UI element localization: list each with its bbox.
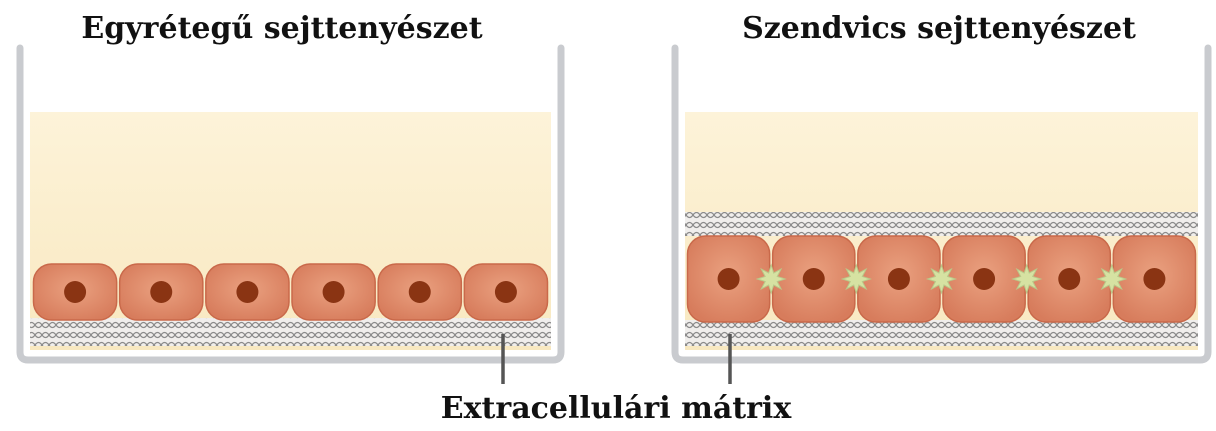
cell (292, 264, 375, 320)
cell-nucleus (1143, 268, 1165, 290)
cell-nucleus (803, 268, 825, 290)
cell-nucleus (973, 268, 995, 290)
cell-nucleus (236, 281, 258, 303)
junction-star (757, 265, 785, 293)
cell (206, 264, 289, 320)
cell (464, 264, 547, 320)
cell-nucleus (888, 268, 910, 290)
matrix-label: Extracellulári mátrix (441, 391, 793, 426)
cell-nucleus (64, 281, 86, 303)
cell-nucleus (150, 281, 172, 303)
matrix-mesh-bottom (30, 318, 551, 346)
sandwich-well (675, 48, 1208, 360)
junction-star (1013, 265, 1041, 293)
junction-star (842, 265, 870, 293)
cell (34, 264, 117, 320)
cell-nucleus (718, 268, 740, 290)
cell-nucleus (495, 281, 517, 303)
cell (378, 264, 461, 320)
cell-nucleus (323, 281, 345, 303)
cell-nucleus (1058, 268, 1080, 290)
monolayer-well (20, 48, 561, 360)
junction-star (1098, 265, 1126, 293)
cell-nucleus (409, 281, 431, 303)
right-title: Szendvics sejttenyészet (742, 11, 1136, 46)
junction-star (928, 265, 956, 293)
left-title: Egyrétegű sejttenyészet (81, 11, 482, 46)
matrix-mesh-top (685, 212, 1198, 236)
matrix-mesh-bottom (685, 320, 1198, 346)
cell (120, 264, 203, 320)
